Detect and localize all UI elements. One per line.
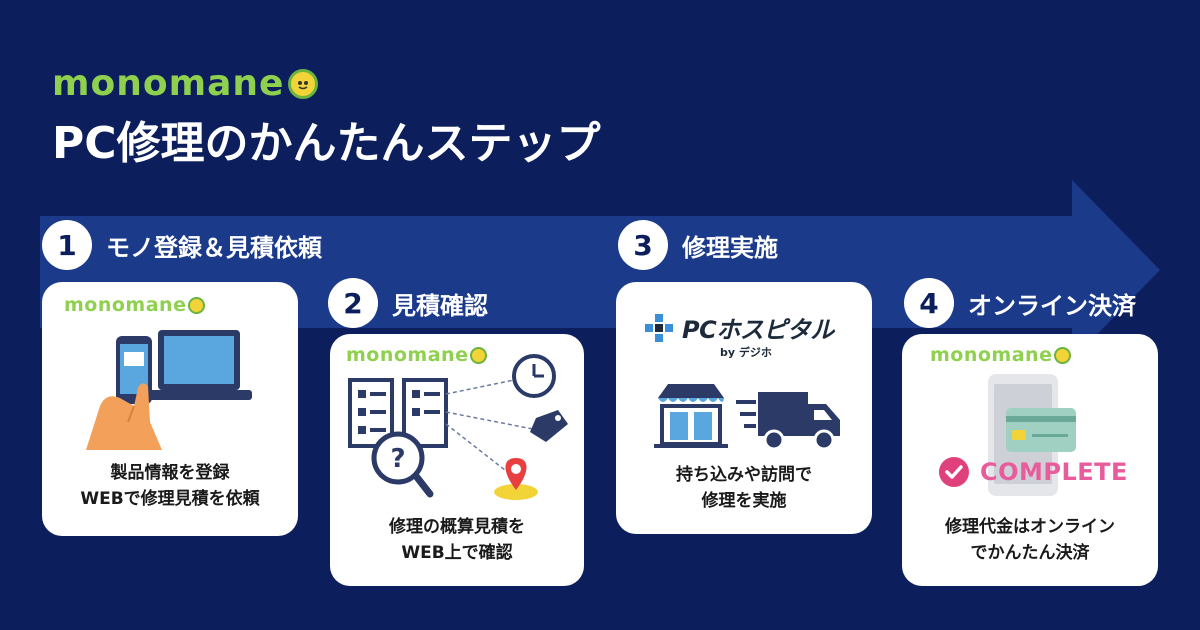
mascot-icon [470, 347, 488, 364]
step-4-card-logo: monomane [930, 344, 1072, 366]
step-1-card-logo: monomane [64, 294, 206, 316]
step-4-line-2: でかんたん決済 [970, 543, 1090, 564]
step-2-description: 修理の概算見積を WEB上で確認 [330, 514, 584, 567]
brand-logo: monomane [52, 63, 319, 104]
mascot-icon [1054, 347, 1072, 364]
estimate-search-icon: ? [348, 354, 568, 500]
step-2-line-1: 修理の概算見積を [389, 517, 525, 537]
shop-truck-icon [654, 384, 840, 451]
step-2-label: 見積確認 [392, 291, 488, 320]
step-4-line-1: 修理代金はオンライン [945, 517, 1115, 537]
step-4-label: オンライン決済 [968, 291, 1136, 320]
step-3-number: 3 [618, 220, 668, 270]
complete-status: COMPLETE [938, 456, 1128, 488]
partner-logo-icon [645, 313, 673, 342]
svg-text:?: ? [390, 444, 405, 474]
step-4-number: 4 [904, 278, 954, 328]
step-2-card: monomane ? 修理の概算見積を WEB上で確認 [330, 334, 584, 586]
brand-mascot-icon [288, 69, 319, 99]
step-1-line-2: WEBで修理見積を依頼 [80, 489, 260, 510]
step-3-description: 持ち込みや訪問で 修理を実施 [616, 462, 872, 515]
phone-card-icon [988, 374, 1076, 496]
step-4-card-logo-text: monomane [930, 344, 1053, 366]
page-title: PC修理のかんたんステップ [52, 118, 601, 169]
step-3-line-1: 持ち込みや訪問で [676, 465, 812, 485]
step-1-heading: 1 モノ登録＆見積依頼 [42, 220, 322, 270]
step-4-description: 修理代金はオンライン でかんたん決済 [902, 514, 1158, 567]
complete-label: COMPLETE [980, 458, 1128, 486]
step-1-description: 製品情報を登録 WEBで修理見積を依頼 [42, 460, 298, 513]
step-2-number: 2 [328, 278, 378, 328]
step-2-line-2: WEB上で確認 [401, 543, 513, 564]
step-1-line-1: 製品情報を登録 [110, 463, 230, 483]
partner-logo: PCホスピタル [644, 310, 834, 345]
step-1-number: 1 [42, 220, 92, 270]
step-4-heading: 4 オンライン決済 [904, 278, 1136, 328]
step-1-label: モノ登録＆見積依頼 [106, 233, 322, 262]
step-4-card: monomane COMPLETE 修理代金はオンライン でかんたん決済 [902, 334, 1158, 586]
step-3-card: PCホスピタル by デジホ 持ち込みや訪問で 修理を実施 [616, 282, 872, 534]
partner-by: by デジホ [720, 346, 772, 359]
partner-name: PCホスピタル [682, 316, 834, 344]
step-3-heading: 3 修理実施 [618, 220, 778, 270]
phone-laptop-icon [86, 330, 252, 450]
step-3-line-2: 修理を実施 [701, 491, 787, 512]
step-2-heading: 2 見積確認 [328, 278, 488, 328]
step-2-card-logo: monomane [346, 344, 488, 366]
step-2-card-logo-text: monomane [346, 344, 469, 366]
brand-logo-text: monomane [52, 63, 285, 104]
mascot-icon [188, 297, 206, 314]
step-3-label: 修理実施 [682, 233, 778, 262]
step-1-card-logo-text: monomane [64, 294, 187, 316]
step-1-card: monomane 製品情報を登録 WEBで修理見積を依頼 [42, 282, 298, 536]
check-circle-icon [939, 457, 969, 487]
